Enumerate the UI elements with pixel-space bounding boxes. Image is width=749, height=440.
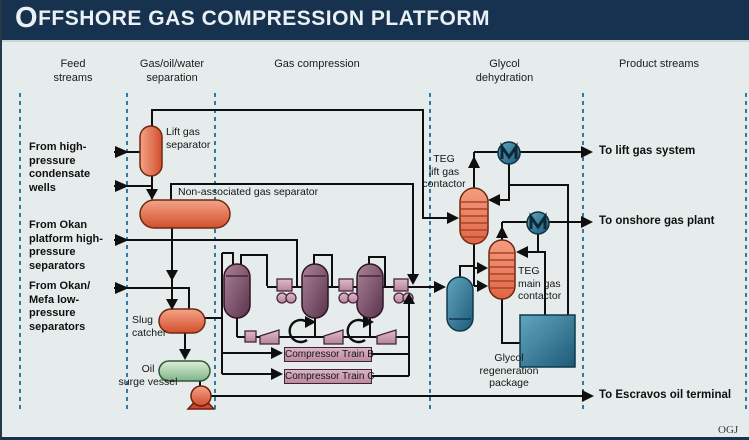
label-non-associated-separator: Non-associated gas separator [178,186,319,198]
compressor-symbol-icon [323,329,344,345]
aftercooler-icon [276,278,293,292]
product-label-escravos-oil-terminal: To Escravos oil terminal [599,389,732,401]
source-credit: OGJ [718,424,739,436]
compressor-symbol-icon [376,329,397,345]
column-header-gas-compression: Gas compression [274,58,360,70]
arrowheads [115,146,594,402]
column-header-product-streams: Product streams [618,58,700,70]
teg-main-contactor-trays [490,252,514,289]
aftercooler-icon [338,278,354,292]
recycle-arrowhead-icon [363,316,374,328]
flow-lines [114,109,582,397]
column-dividers [19,93,747,410]
aftercooler-icon [393,278,409,292]
product-label-onshore-gas-plant: To onshore gas plant [599,215,715,227]
inlet-drum-vessel [446,276,474,332]
title-rest: FFSHORE GAS COMPRESSION PLATFORM [38,7,491,30]
product-label-lift-gas-system: To lift gas system [599,145,696,157]
lift-gas-separator-vessel [139,125,163,177]
compressor-symbol-icon [259,329,280,345]
page-title: OFFSHORE GAS COMPRESSION PLATFORM [15,4,491,33]
pump-icon [186,385,216,410]
non-associated-gas-separator-vessel [139,199,231,229]
recycle-arrowhead-icon [305,316,316,328]
glycol-regeneration-package-box [519,314,576,368]
teg-lift-contactor-trays [461,201,487,238]
vessels [139,125,576,382]
recycle-arrow-icon [288,318,308,344]
recycle-arrow-icon [346,318,366,344]
slug-catcher-vessel [158,308,206,334]
gas-coolers [497,141,550,235]
title-bar: OFFSHORE GAS COMPRESSION PLATFORM [2,0,749,42]
compressor-train-c-box: Compressor Train C [284,369,375,384]
compressor-inlet-icon [244,330,257,343]
recycle-arrows [288,316,374,344]
title-initial: O [15,2,39,34]
teg-main-gas-contactor-vessel [488,239,516,300]
compressor-train-b-box: Compressor Train B [284,347,374,362]
bottom-border [2,437,749,440]
compression-symbols [244,278,414,345]
oil-surge-vessel [158,360,211,382]
suction-scrubber-vessels [223,263,384,319]
